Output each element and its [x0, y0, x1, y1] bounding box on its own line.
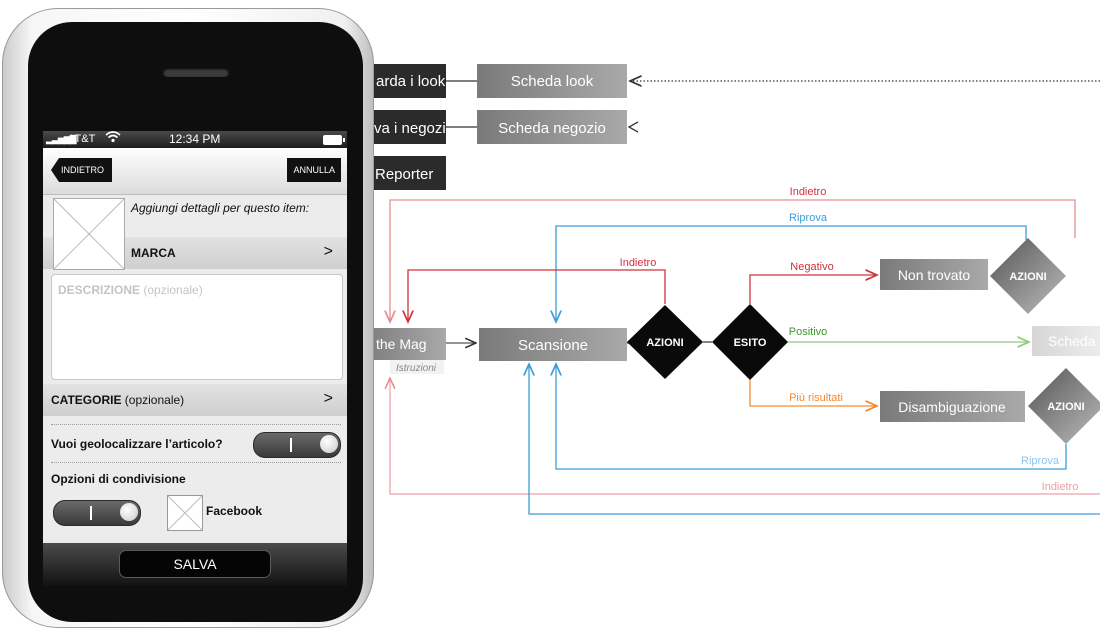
- edge-negative-label: Negativo: [790, 261, 833, 273]
- carrier-name: AT&T: [68, 133, 96, 145]
- edge-multiple: [749, 380, 877, 406]
- node-shop-card: [477, 110, 627, 144]
- node-card-label: Scheda: [1048, 333, 1096, 349]
- node-not-found: [880, 259, 988, 290]
- nav-bar: INDIETRO ANNULLA: [43, 148, 347, 195]
- edge-multiple-label: Più risultati: [789, 392, 843, 404]
- signal-icon: ▂▃▅▆▇: [46, 134, 77, 144]
- share-options-title: Opzioni di condivisione: [51, 472, 186, 486]
- node-instructions-label: Istruzioni: [396, 363, 437, 374]
- wifi-icon: [105, 131, 121, 149]
- edge-back-top: [390, 199, 1076, 322]
- node-card: [1032, 326, 1100, 356]
- node-actions-2-label: AZIONI: [1009, 271, 1046, 283]
- categories-row[interactable]: CATEGORIE (opzionale) >: [43, 384, 347, 416]
- facebook-icon[interactable]: [167, 495, 203, 531]
- edge-retry-top-label: Riprova: [789, 212, 828, 224]
- image-placeholder-icon: [54, 199, 124, 269]
- node-outcome-label: ESITO: [734, 337, 767, 349]
- node-scan-label: Scansione: [518, 337, 588, 354]
- divider: [51, 424, 341, 425]
- edge-retry-far: [529, 364, 1100, 515]
- description-label: DESCRIZIONE: [58, 283, 141, 297]
- geolocate-toggle[interactable]: [253, 432, 341, 458]
- node-reporter-label: Reporter: [375, 166, 433, 183]
- toggle-knob: [320, 435, 338, 453]
- chevron-right-icon: >: [323, 243, 333, 260]
- node-looks-label: arda i look: [376, 73, 446, 90]
- image-placeholder-icon: [168, 496, 202, 530]
- divider: [51, 462, 341, 463]
- edge-retry-bottom: [556, 364, 1067, 470]
- battery-icon: [323, 135, 345, 145]
- node-reporter: [360, 156, 446, 190]
- edge-retry-top: [556, 225, 1027, 322]
- node-outcome: [712, 304, 788, 380]
- edge-back-bottom: [390, 378, 1100, 495]
- node-shops-label: va i negozi: [374, 120, 446, 137]
- bottom-bar: SALVA: [43, 543, 347, 586]
- node-look-card-label: Scheda look: [511, 73, 594, 90]
- facebook-label: Facebook: [206, 504, 263, 518]
- edge-back-mid: [408, 269, 666, 322]
- edge-back-bottom-label: Indietro: [1042, 481, 1079, 493]
- edge-back-mid-label: Indietro: [620, 257, 657, 269]
- share-toggle[interactable]: [53, 500, 141, 526]
- node-actions-1: [627, 305, 703, 379]
- chevron-right-icon: >: [323, 390, 333, 407]
- geolocate-label: Vuoi geolocalizzare l’articolo?: [51, 437, 223, 451]
- edge-back-top-label: Indietro: [790, 186, 827, 198]
- item-image-placeholder[interactable]: [53, 198, 125, 270]
- node-mag-label: the Mag: [376, 336, 427, 352]
- save-button[interactable]: SALVA: [120, 551, 270, 577]
- toggle-bar-icon: [290, 438, 292, 452]
- edge-shop-card-arrow: [627, 121, 639, 133]
- categories-hint: (opzionale): [124, 393, 185, 407]
- node-actions-1-label: AZIONI: [646, 337, 683, 349]
- categories-title: CATEGORIE: [51, 393, 122, 407]
- status-time: 12:34 PM: [169, 132, 221, 146]
- node-disambiguation-label: Disambiguazione: [898, 399, 1006, 415]
- node-instructions: [390, 360, 444, 374]
- node-shops: [360, 110, 446, 144]
- description-placeholder: DESCRIZIONE (opzionale): [58, 283, 203, 297]
- node-mag: [360, 328, 446, 360]
- node-looks: [360, 64, 446, 98]
- node-actions-3: [1028, 368, 1100, 444]
- node-disambiguation: [880, 391, 1025, 422]
- toggle-bar-icon: [90, 506, 92, 520]
- details-prompt: Aggiungi dettagli per questo item:: [131, 201, 310, 215]
- phone-screen: ▂▃▅▆▇ AT&T 12:34 PM INDIETRO ANNULLA MAR…: [43, 131, 347, 586]
- node-scan: [479, 328, 627, 361]
- description-hint: (opzionale): [143, 283, 203, 297]
- categories-label: CATEGORIE (opzionale): [51, 393, 184, 407]
- node-not-found-label: Non trovato: [898, 267, 971, 283]
- description-field[interactable]: DESCRIZIONE (opzionale): [51, 274, 343, 380]
- phone-speaker: [163, 68, 229, 77]
- cancel-button[interactable]: ANNULLA: [287, 158, 341, 182]
- edge-retry-bottom-label: Riprova: [1021, 455, 1060, 467]
- status-bar: ▂▃▅▆▇ AT&T 12:34 PM: [43, 131, 347, 148]
- back-button[interactable]: INDIETRO: [51, 158, 113, 182]
- node-shop-card-label: Scheda negozio: [498, 120, 606, 137]
- toggle-knob: [120, 503, 138, 521]
- node-actions-3-label: AZIONI: [1047, 401, 1084, 413]
- edge-positive-label: Positivo: [789, 326, 828, 338]
- brand-label: MARCA: [131, 246, 176, 260]
- node-look-card: [477, 64, 627, 98]
- flow-diagram: arda i look Scheda look va i negozi Sche…: [360, 64, 1100, 545]
- edge-negative: [749, 275, 877, 304]
- node-actions-2: [990, 238, 1066, 314]
